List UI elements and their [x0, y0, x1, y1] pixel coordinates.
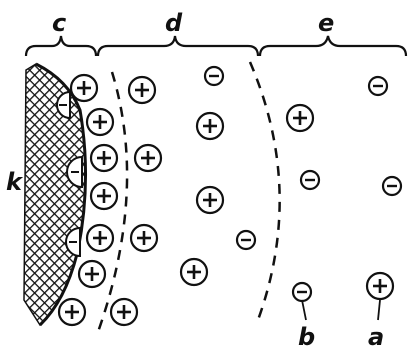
- negative-ion: [205, 67, 223, 85]
- positive-ion: [87, 109, 113, 135]
- brace-c: [26, 36, 96, 56]
- label-c: c: [52, 9, 66, 37]
- positive-ion: [79, 261, 105, 287]
- dashed-boundary-outer: [250, 62, 280, 320]
- ions-layer: [59, 67, 401, 325]
- positive-ion: [91, 145, 117, 171]
- positive-ion: [131, 225, 157, 251]
- positive-ion: [197, 187, 223, 213]
- positive-ion: [181, 259, 207, 285]
- pointer-a: [378, 300, 380, 320]
- positive-ion: [135, 145, 161, 171]
- label-d: d: [165, 9, 183, 37]
- label-a: a: [368, 323, 384, 351]
- negative-ion: [237, 231, 255, 249]
- label-b: b: [298, 323, 315, 351]
- positive-ion: [91, 183, 117, 209]
- negative-ion: [301, 171, 319, 189]
- positive-ion: [197, 113, 223, 139]
- negative-ion: [369, 77, 387, 95]
- positive-ion: [111, 299, 137, 325]
- brace-d: [98, 36, 258, 56]
- positive-ion: [87, 225, 113, 251]
- label-k: k: [6, 168, 24, 196]
- positive-ion: [59, 299, 85, 325]
- label-e: e: [318, 9, 334, 37]
- negative-ion: [383, 177, 401, 195]
- positive-ion: [367, 273, 393, 299]
- positive-ion: [287, 105, 313, 131]
- positive-ion: [71, 75, 97, 101]
- negative-ion: [293, 283, 311, 301]
- brace-e: [260, 36, 406, 56]
- pointer-b: [302, 300, 306, 320]
- positive-ion: [129, 77, 155, 103]
